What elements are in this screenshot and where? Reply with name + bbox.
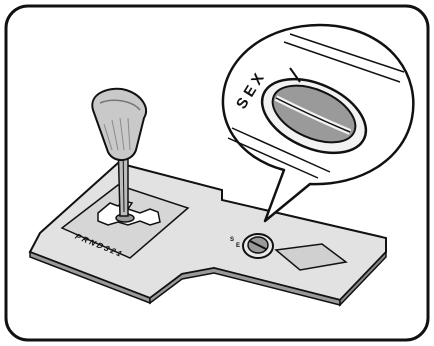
switch-mark-s: S: [230, 237, 234, 243]
switch-mark-e: E: [236, 243, 240, 249]
mode-switch-knob: [243, 234, 273, 258]
